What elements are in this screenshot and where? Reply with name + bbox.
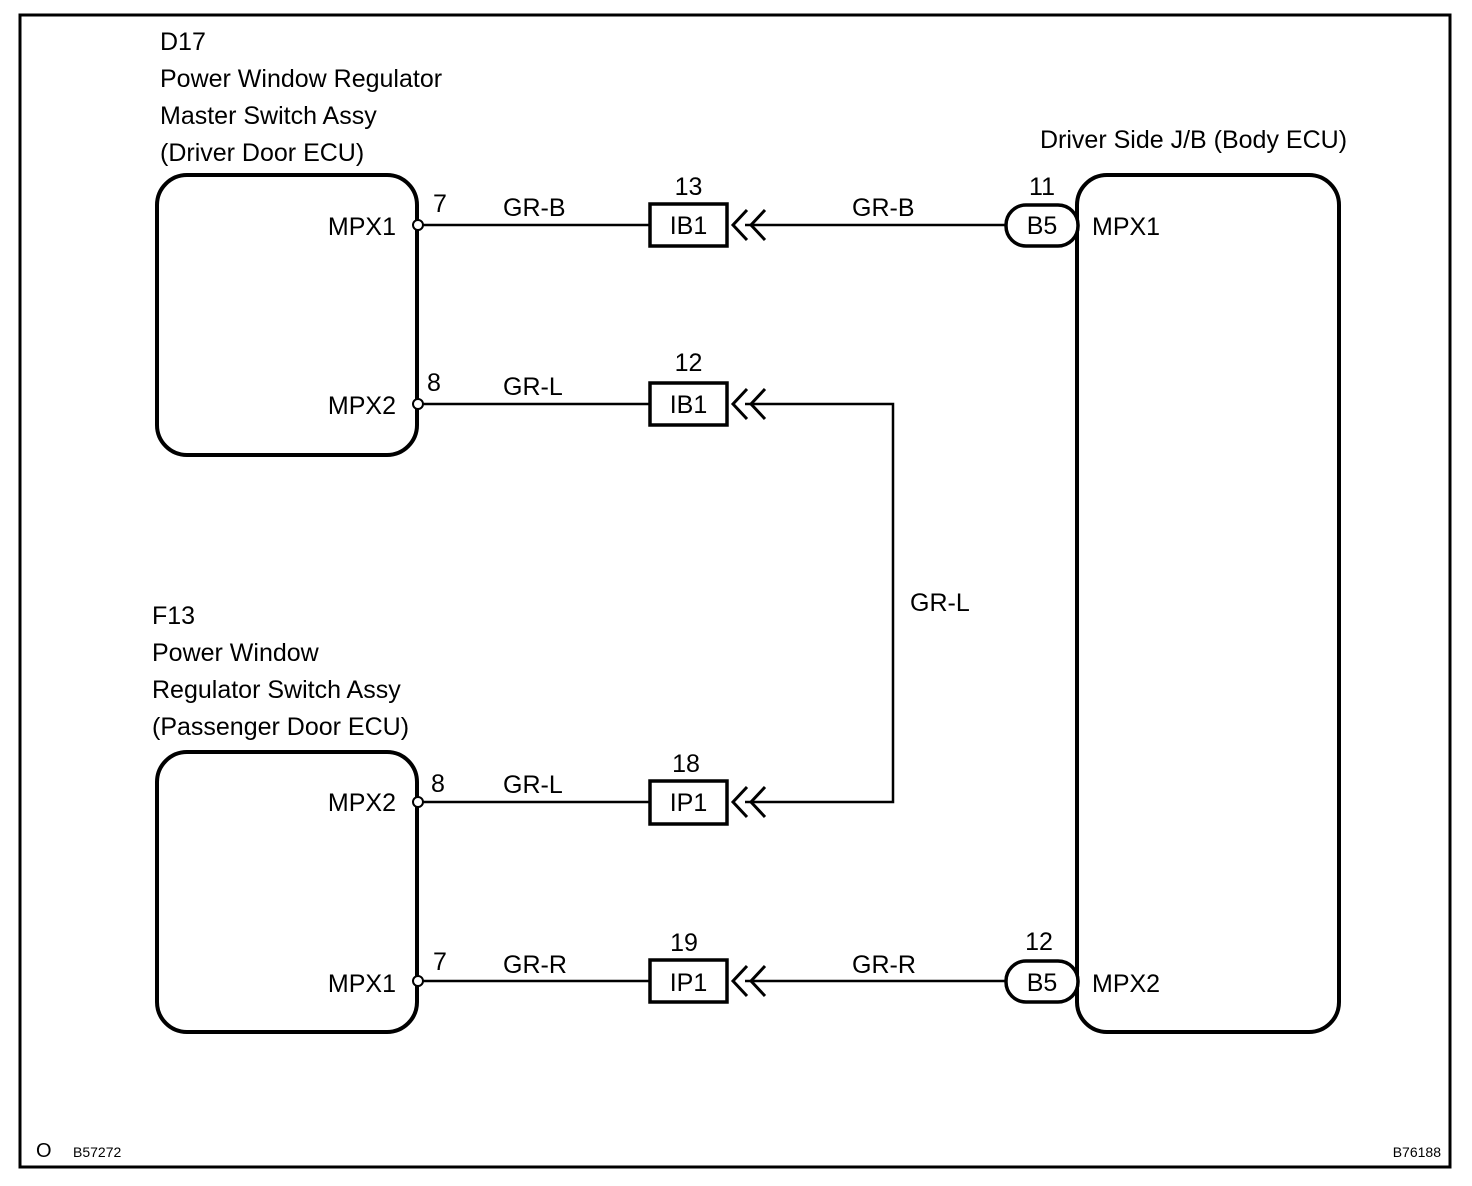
f13-name-line1: Power Window [152, 639, 320, 667]
connector-ib1-12-chevron-icon [730, 387, 767, 421]
f13-pin-mpx1-label: MPX1 [328, 970, 396, 998]
wire-mpx2-link [745, 402, 895, 804]
connector-b5-12 [1004, 959, 1080, 1004]
jb-pin-mpx1-label: MPX1 [1092, 213, 1160, 241]
f13-pin-8-number: 8 [431, 770, 445, 798]
diagram-frame [18, 13, 1452, 1169]
d17-pin-8-number: 8 [427, 369, 441, 397]
connector-ib1-13-label: IB1 [670, 212, 708, 240]
connector-ib1-13 [648, 202, 729, 248]
f13-pin-7-terminal [412, 975, 424, 987]
connector-b5-11 [1004, 203, 1080, 248]
d17-code: D17 [160, 28, 206, 56]
connector-ib1-12 [648, 381, 729, 427]
connector-ib1-12-label: IB1 [670, 391, 708, 419]
f13-pin-7-number: 7 [433, 948, 447, 976]
connector-ib1-12-number: 12 [675, 349, 703, 377]
wire4-right-color: GR-R [852, 951, 916, 979]
d17-name-line1: Power Window Regulator [160, 65, 442, 93]
d17-name-line2: Master Switch Assy [160, 102, 377, 130]
connector-b5-12-label: B5 [1027, 969, 1058, 997]
jb-name: Driver Side J/B (Body ECU) [1040, 126, 1347, 154]
jb-body-ecu-box [1075, 173, 1341, 1034]
wire2-left-color: GR-L [503, 373, 563, 401]
connector-ip1-19-chevron-icon [730, 964, 767, 998]
connector-b5-12-number: 12 [1025, 928, 1053, 956]
connector-ip1-19-label: IP1 [670, 969, 708, 997]
f13-pin-mpx2-label: MPX2 [328, 789, 396, 817]
connector-ip1-19 [648, 958, 729, 1004]
connector-ip1-18-number: 18 [672, 750, 700, 778]
wire3-left-color: GR-L [503, 771, 563, 799]
footer-right-code: B76188 [1393, 1144, 1441, 1160]
f13-pin-8-terminal [412, 796, 424, 808]
d17-pin-mpx1-label: MPX1 [328, 213, 396, 241]
d17-name-line3: (Driver Door ECU) [160, 139, 364, 167]
connector-ib1-13-number: 13 [675, 173, 703, 201]
d17-pin-mpx2-label: MPX2 [328, 392, 396, 420]
d17-ecu-box [155, 173, 419, 457]
connector-b5-11-label: B5 [1027, 212, 1058, 240]
wire2-vertical-color: GR-L [910, 589, 970, 617]
f13-code: F13 [152, 602, 195, 630]
wire1-right-color: GR-B [852, 194, 915, 222]
wire1-left-color: GR-B [503, 194, 566, 222]
connector-ip1-19-number: 19 [670, 929, 698, 957]
d17-pin-8-terminal [412, 398, 424, 410]
connector-ip1-18-chevron-icon [730, 785, 767, 819]
f13-name-line2: Regulator Switch Assy [152, 676, 401, 704]
wire4-left-color: GR-R [503, 951, 567, 979]
jb-pin-mpx2-label: MPX2 [1092, 970, 1160, 998]
f13-name-line3: (Passenger Door ECU) [152, 713, 409, 741]
d17-pin-7-number: 7 [433, 190, 447, 218]
connector-ip1-18 [648, 779, 729, 826]
footer-left-mark: O [36, 1140, 52, 1162]
connector-b5-11-number: 11 [1029, 173, 1055, 201]
d17-pin-7-terminal [412, 219, 424, 231]
connector-ip1-18-label: IP1 [670, 789, 708, 817]
connector-ib1-13-chevron-icon [730, 208, 767, 242]
f13-ecu-box [155, 750, 419, 1034]
footer-left-code: B57272 [73, 1144, 121, 1160]
